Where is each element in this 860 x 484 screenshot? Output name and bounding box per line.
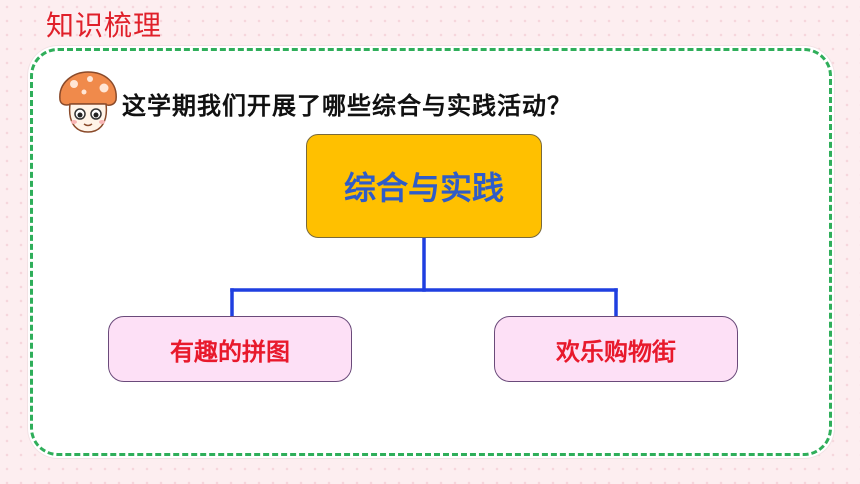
child-node-right: 欢乐购物街: [494, 316, 738, 382]
root-node: 综合与实践: [306, 134, 542, 238]
dashed-frame: [30, 48, 832, 456]
child-node-label: 有趣的拼图: [170, 337, 290, 366]
question-text: 这学期我们开展了哪些综合与实践活动？: [122, 92, 572, 120]
section-title: 知识梳理: [46, 9, 163, 42]
child-node-left: 有趣的拼图: [108, 316, 352, 382]
child-node-label: 欢乐购物街: [556, 337, 676, 366]
root-node-label: 综合与实践: [343, 169, 504, 207]
content-card: [28, 46, 834, 458]
mushroom-mascot-icon: [59, 71, 117, 133]
